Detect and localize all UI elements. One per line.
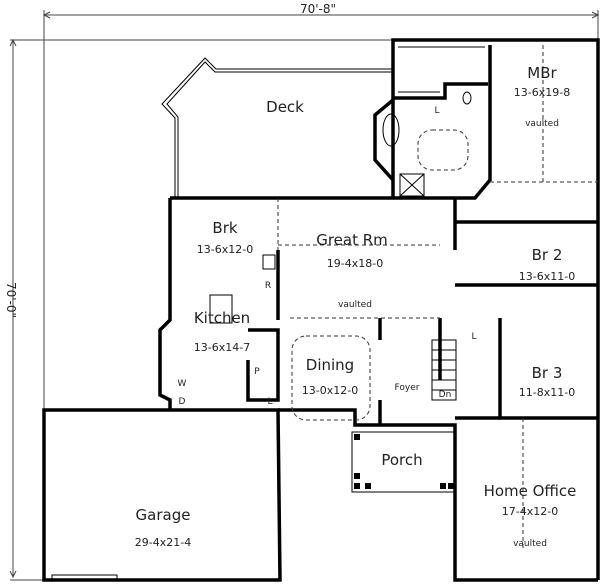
garage-label: Garage	[136, 506, 191, 524]
dryer-label: D	[179, 397, 186, 407]
home-office-size: 17-4x12-0	[502, 505, 558, 518]
garage-door	[51, 574, 118, 581]
porch	[351, 431, 456, 493]
master-suite	[373, 38, 600, 580]
br3-size: 11-8x11-0	[519, 386, 575, 399]
porch-label: Porch	[381, 451, 422, 469]
great-rm-size: 19-4x18-0	[327, 257, 383, 270]
kitchen-size: 13-6x14-7	[194, 341, 250, 354]
dining-size: 13-0x12-0	[302, 384, 358, 397]
mbr-size: 13-6x19-8	[514, 86, 570, 99]
brk-size: 13-6x12-0	[197, 243, 253, 256]
range	[262, 254, 276, 270]
brk-label: Brk	[212, 219, 237, 237]
hall-linen-label: L	[471, 332, 476, 342]
kitchen-island	[209, 294, 233, 324]
pantry-label: P	[254, 367, 260, 377]
br3-label: Br 3	[532, 364, 563, 382]
garage-size: 29-4x21-4	[135, 536, 191, 549]
br2-size: 13-6x11-0	[519, 270, 575, 283]
mbr-label: MBr	[527, 64, 557, 82]
width-dimension: 70'-8"	[300, 2, 336, 16]
foyer-label: Foyer	[395, 383, 420, 393]
refrigerator-label: R	[265, 281, 271, 291]
depth-dimension: 70'-0"	[4, 282, 18, 318]
home-office-label: Home Office	[484, 482, 577, 500]
mbr-note: vaulted	[525, 119, 559, 129]
stairs-down-label: Dn	[439, 390, 452, 400]
home-office-note: vaulted	[513, 539, 547, 549]
great-rm-label: Great Rm	[316, 231, 388, 249]
br2-label: Br 2	[532, 246, 563, 264]
deck-label: Deck	[266, 98, 304, 116]
dimension-lines	[9, 10, 600, 581]
stairs	[431, 339, 457, 401]
washer-label: W	[178, 379, 187, 389]
dining-label: Dining	[306, 356, 354, 374]
deck	[161, 57, 393, 198]
master-linen-label: L	[434, 106, 439, 116]
kitchen-linen-label: L	[267, 397, 272, 407]
kitchen-label: Kitchen	[194, 309, 250, 327]
dining-table-outline	[291, 335, 371, 421]
great-rm-note: vaulted	[338, 300, 372, 310]
